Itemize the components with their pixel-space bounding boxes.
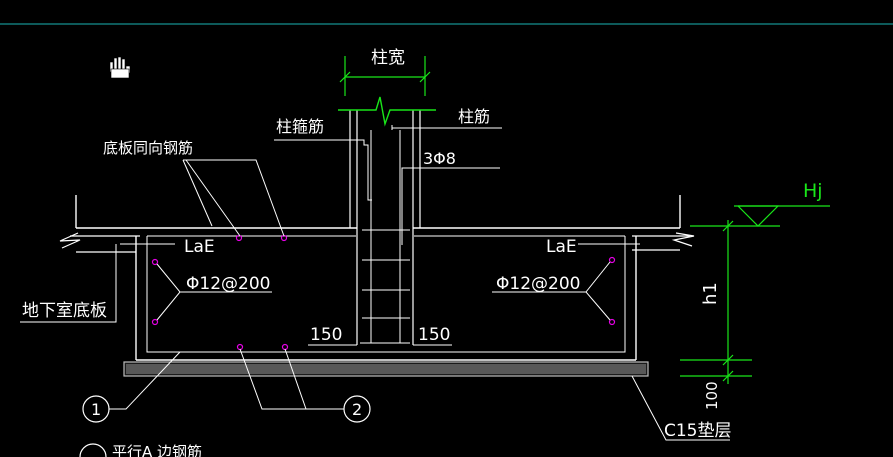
lae-left-label: LaE xyxy=(184,237,215,257)
cushion-leader xyxy=(631,375,730,441)
basement-slab-leader xyxy=(20,244,117,323)
hand-pan-icon[interactable] xyxy=(109,56,131,79)
callout-1-number: 1 xyxy=(91,400,101,419)
slab-bar-leader-2 xyxy=(185,159,241,237)
h1-dimension xyxy=(680,220,780,384)
foundation-rebar-cage xyxy=(120,235,640,353)
bar-spec-left: Φ12@200 xyxy=(186,274,270,294)
rebar-points xyxy=(151,234,616,351)
callout-2: 2 xyxy=(239,348,371,423)
cushion-layer xyxy=(123,361,649,377)
callout-1: 1 xyxy=(82,351,181,423)
basement-slab-label: 地下室底板 xyxy=(22,301,107,321)
column-width-dimension xyxy=(339,56,431,96)
dimension-150-left: 150 xyxy=(310,325,342,345)
slab-bar-leader xyxy=(183,159,285,237)
column xyxy=(349,110,421,345)
lae-right-label: LaE xyxy=(546,237,577,257)
column-bar-hooks xyxy=(308,342,452,346)
stirrup-leader xyxy=(274,139,372,201)
stirrup-count-leader xyxy=(401,167,500,245)
slab-break-left xyxy=(59,232,81,249)
slab-break-right xyxy=(671,232,695,247)
basement-slab xyxy=(70,235,690,253)
bar-spec-right: Φ12@200 xyxy=(496,274,580,294)
cushion-thickness-label: 100 xyxy=(703,381,721,410)
column-rebar xyxy=(362,125,410,343)
hj-label: Hj xyxy=(803,180,823,202)
column-break-line xyxy=(338,96,436,127)
slab-bar-label: 底板同向钢筋 xyxy=(103,139,193,157)
hj-elevation-marker xyxy=(734,205,830,227)
bottom-note: 平行A 边钢筋 xyxy=(79,443,202,457)
callout-2-number: 2 xyxy=(352,400,362,419)
bottom-note-text: 平行A 边钢筋 xyxy=(112,443,202,457)
slab-top xyxy=(75,195,681,229)
column-bar-label: 柱筋 xyxy=(458,107,490,126)
stirrup-label: 柱箍筋 xyxy=(276,117,324,136)
foundation-outline xyxy=(135,236,637,361)
dimension-150-right: 150 xyxy=(418,325,450,345)
stirrup-count-label: 3Φ8 xyxy=(423,149,456,168)
cushion-label: C15垫层 xyxy=(664,421,732,441)
h1-label: h1 xyxy=(700,282,721,305)
bar-spec-leaders xyxy=(156,261,611,321)
slab-bar-leader-3 xyxy=(182,159,213,227)
column-width-label: 柱宽 xyxy=(371,48,405,68)
